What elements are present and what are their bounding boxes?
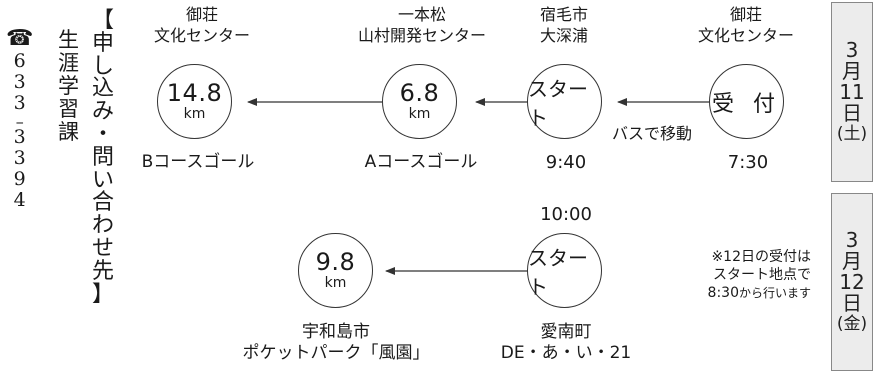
contact-heading-char: 】: [92, 281, 115, 307]
b-goal-label: Bコースゴール: [141, 152, 255, 172]
date-part: (土): [836, 123, 868, 144]
contact-heading-char: せ: [92, 235, 115, 261]
day2-goal-location: 宇和島市ポケットパーク「風園」: [242, 322, 430, 363]
telephone-icon: ☎: [6, 26, 34, 51]
phone-digit: 3: [13, 70, 26, 93]
department-name: 生涯学習課: [58, 30, 79, 145]
bus-transfer-label: バスで移動: [612, 124, 693, 143]
contact-heading-char: ・: [92, 121, 115, 147]
department-char: 学: [58, 74, 79, 98]
date-part: 3: [845, 37, 859, 62]
start-location: 宿毛市大深浦: [539, 5, 589, 45]
day2-start-time: 10:00: [540, 204, 592, 225]
phone-digit: 3: [13, 126, 26, 149]
phone-digit: 4: [13, 188, 26, 211]
start-time: 9:40: [545, 152, 587, 173]
contact-heading-char: 申: [92, 30, 115, 56]
contact-heading-char: 【: [92, 8, 115, 33]
department-char: 習: [58, 97, 79, 121]
a-goal-location: 一本松山村開発センター: [357, 5, 487, 45]
department-char: 生: [58, 28, 79, 52]
contact-heading-char: わ: [92, 213, 115, 239]
phone-digit: 9: [13, 167, 26, 190]
date-part: 月: [842, 58, 862, 83]
b-goal-location: 御荘文化センター: [153, 5, 251, 45]
contact-heading: 【申し込み・問い合わせ先】: [92, 10, 114, 306]
contact-heading-char: い: [92, 167, 115, 193]
phone-digit: 6: [13, 50, 26, 72]
phone-digit: 3: [13, 91, 26, 114]
reception-location: 御荘文化センター: [697, 5, 795, 45]
contact-heading-char: 込: [92, 76, 115, 102]
day2-start-circle: スタート: [527, 233, 602, 308]
date-part: 月: [842, 248, 862, 273]
date-part: 12: [839, 269, 865, 294]
day2-reception-note: ※12日の受付は スタート地点で 8:30から行います: [707, 249, 811, 301]
department-char: 涯: [58, 51, 79, 75]
date-part: 3: [845, 227, 859, 252]
department-char: 課: [58, 120, 79, 144]
date-part: (金): [836, 313, 868, 334]
reception-circle: 受 付: [709, 64, 784, 139]
date-part: 11: [839, 79, 865, 104]
date-part: 日: [842, 100, 862, 125]
contact-heading-char: し: [92, 53, 115, 79]
phone-digit: –: [15, 112, 24, 132]
contact-heading-char: 合: [92, 190, 115, 216]
contact-heading-char: み: [92, 99, 115, 125]
contact-heading-char: 先: [92, 258, 115, 284]
a-goal-label: Aコースゴール: [364, 152, 478, 172]
start-circle: スタート: [527, 64, 602, 139]
contact-heading-char: 問: [92, 144, 115, 170]
date-part: 日: [842, 290, 862, 315]
phone-digit: 3: [13, 147, 26, 170]
reception-time: 7:30: [727, 152, 769, 173]
